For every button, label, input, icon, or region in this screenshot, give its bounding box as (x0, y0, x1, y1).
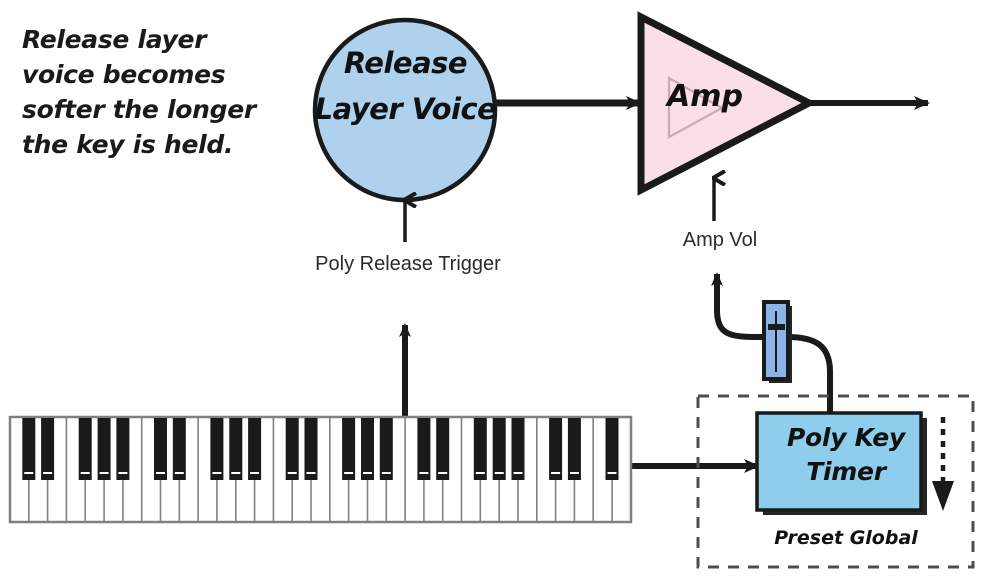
keyboard-body (8, 415, 633, 524)
keyboard-black-keys (22, 418, 619, 480)
dashed-down-arrow-head-icon (932, 481, 954, 511)
poly-key-timer-node[interactable] (755, 411, 923, 512)
amp-node[interactable] (637, 11, 817, 196)
fader-to-timer-curve (786, 334, 833, 414)
release-layer-voice-node[interactable] (312, 17, 498, 203)
amp-inner-triangle-icon (667, 76, 725, 139)
preset-global-boundary (696, 394, 975, 569)
piano-keyboard-icon[interactable] (8, 415, 633, 524)
fader-handle-icon[interactable] (768, 324, 785, 330)
diagram-caption: Release layer voice becomes softer the l… (22, 25, 256, 159)
fader-to-amp-vol-curve (711, 272, 765, 340)
